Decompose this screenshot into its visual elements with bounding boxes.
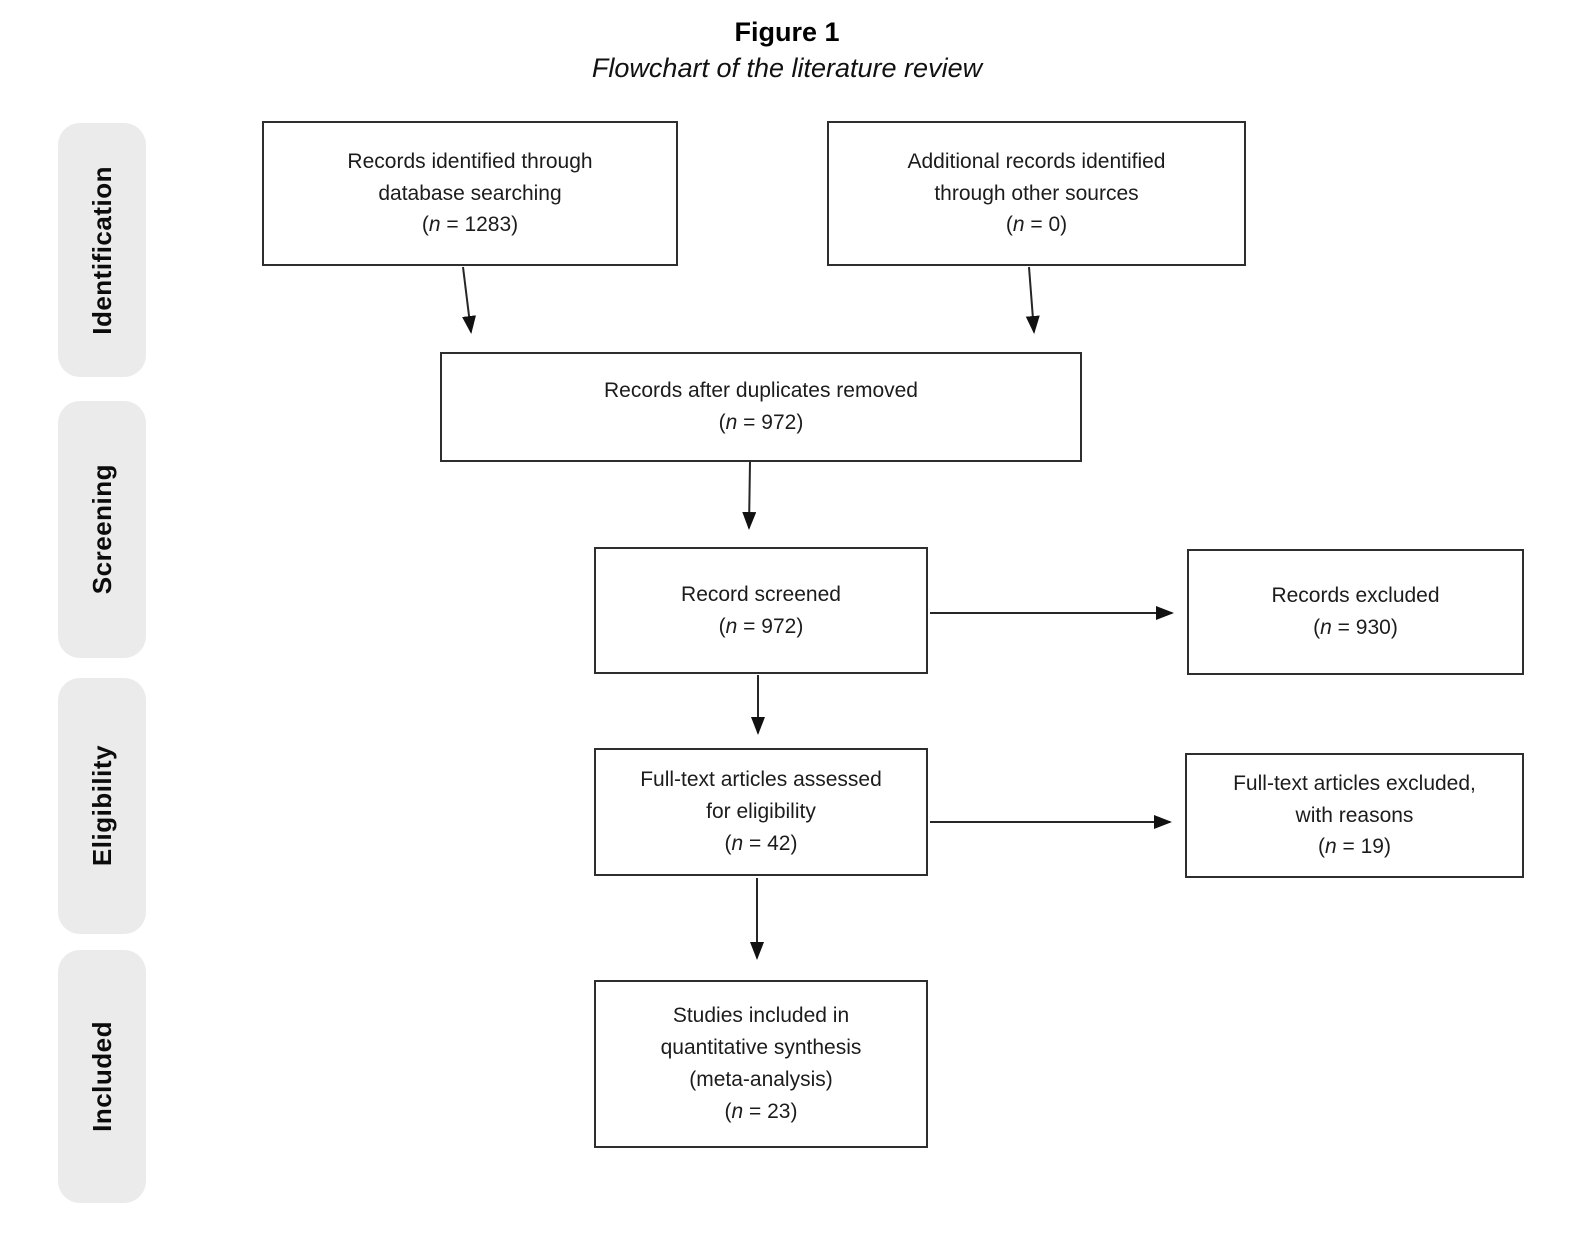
figure-title-block: Figure 1 Flowchart of the literature rev… xyxy=(0,14,1574,87)
node-line: Record screened xyxy=(681,582,841,606)
node-count: (n = 972) xyxy=(718,411,804,434)
node-fulltext-assessed: Full-text articles assessed for eligibil… xyxy=(594,748,928,876)
arrow-additional-to-duplicates xyxy=(1025,266,1040,334)
node-records-excluded: Records excluded (n = 930) xyxy=(1187,549,1524,675)
node-line: for eligibility xyxy=(706,800,816,824)
node-records-identified: Records identified through database sear… xyxy=(262,121,678,266)
node-count: (n = 0) xyxy=(1005,213,1068,237)
node-line: with reasons xyxy=(1295,803,1414,827)
figure-number: Figure 1 xyxy=(734,17,840,47)
node-fulltext-excluded: Full-text articles excluded, with reason… xyxy=(1185,753,1524,878)
phase-eligibility: Eligibility xyxy=(58,678,146,934)
arrow-identified-to-duplicates xyxy=(462,266,476,334)
node-count: (n = 19) xyxy=(1318,835,1391,859)
phase-label: Identification xyxy=(86,165,117,335)
node-line: Records excluded xyxy=(1271,584,1440,608)
phase-label: Included xyxy=(86,1021,117,1132)
phase-label: Eligibility xyxy=(86,745,117,867)
node-count: (n = 23) xyxy=(724,1099,798,1123)
phase-screening: Screening xyxy=(58,401,146,658)
node-count: (n = 972) xyxy=(718,614,804,638)
phase-identification: Identification xyxy=(58,123,146,377)
figure-caption: Flowchart of the literature review xyxy=(591,53,983,84)
arrow-duplicates-to-screened xyxy=(742,461,757,530)
node-additional-records: Additional records identified through ot… xyxy=(827,121,1246,266)
node-records-screened: Record screened (n = 972) xyxy=(594,547,928,674)
node-line: (meta-analysis) xyxy=(689,1068,833,1091)
phase-included: Included xyxy=(58,950,146,1203)
node-count: (n = 42) xyxy=(724,831,798,855)
node-line: Studies included in xyxy=(672,1004,850,1028)
node-count: (n = 1283) xyxy=(421,213,519,237)
node-line: quantitative synthesis xyxy=(660,1036,862,1060)
node-studies-included: Studies included in quantitative synthes… xyxy=(594,980,928,1148)
node-line: Full-text articles excluded, xyxy=(1233,771,1476,795)
phase-label: Screening xyxy=(86,464,117,595)
node-line: Records after duplicates removed xyxy=(604,379,918,403)
node-line: Full-text articles assessed xyxy=(640,768,882,792)
node-line: database searching xyxy=(378,181,562,205)
node-duplicates-removed: Records after duplicates removed (n = 97… xyxy=(440,352,1082,462)
node-line: through other sources xyxy=(934,181,1139,205)
node-line: Records identified through xyxy=(347,149,593,173)
node-count: (n = 930) xyxy=(1313,616,1398,639)
node-line: Additional records identified xyxy=(907,149,1166,173)
